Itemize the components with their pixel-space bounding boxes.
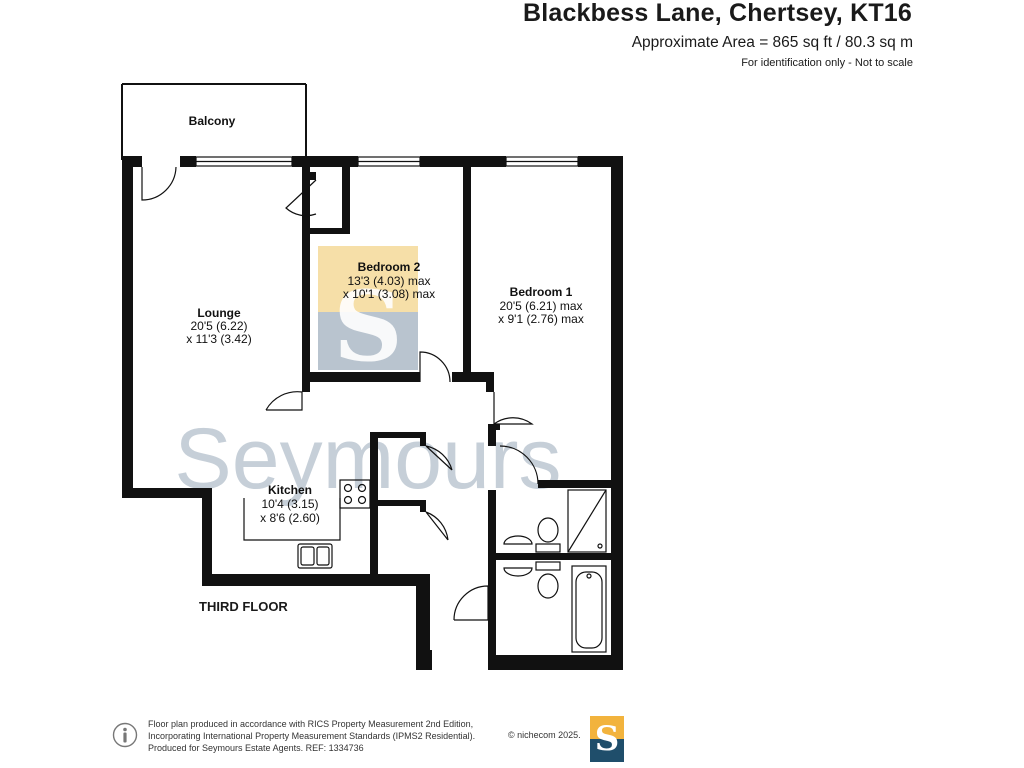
bedroom1-dimension-2: x 9'1 (2.76) max: [498, 312, 584, 326]
balcony-label: Balcony: [189, 114, 236, 128]
logo-letter: S: [594, 719, 620, 759]
scale-disclaimer: For identification only - Not to scale: [741, 57, 913, 69]
lounge-dimension-1: 20'5 (6.22): [191, 319, 248, 333]
footer-disclaimer: Floor plan produced in accordance with R…: [148, 718, 475, 754]
bedroom2-dimension-2: x 10'1 (3.08) max: [343, 287, 435, 301]
bedroom2-dimension-1: 13'3 (4.03) max: [348, 274, 431, 288]
kitchen-dimension-1: 10'4 (3.15): [262, 497, 319, 511]
doors: [141, 166, 539, 621]
bedroom1-label: Bedroom 1: [510, 285, 573, 299]
footer-line-2: Incorporating International Property Mea…: [148, 731, 476, 741]
walls: [122, 156, 623, 670]
watermark-text: Seymours: [174, 411, 561, 507]
lounge-label: Lounge: [197, 306, 241, 320]
copyright: © nichecom 2025.: [508, 730, 581, 740]
floor-label: THIRD FLOOR: [199, 599, 288, 614]
property-title: Blackbess Lane, Chertsey, KT16: [522, 0, 912, 27]
bedroom2-label: Bedroom 2: [358, 260, 421, 274]
kitchen-label: Kitchen: [268, 483, 312, 497]
seymours-logo: S: [590, 716, 624, 762]
approximate-area: Approximate Area = 865 sq ft / 80.3 sq m: [631, 34, 913, 51]
watermark-logo-blue: [318, 312, 418, 370]
bedroom1-dimension-1: 20'5 (6.21) max: [500, 299, 583, 313]
info-icon: [112, 722, 138, 748]
footer-line-3: Produced for Seymours Estate Agents. REF…: [148, 743, 364, 753]
windows: [195, 156, 579, 167]
footer-line-1: Floor plan produced in accordance with R…: [148, 719, 474, 729]
room-labels: Balcony Lounge 20'5 (6.22) x 11'3 (3.42)…: [186, 114, 584, 525]
bathroom-fixtures: [503, 489, 607, 653]
lounge-dimension-2: x 11'3 (3.42): [186, 332, 251, 346]
watermark-logo-gold: [318, 246, 418, 312]
watermark-logo-letter: S: [333, 270, 402, 383]
kitchen-units: [243, 479, 371, 569]
balcony-outline: [121, 83, 307, 160]
kitchen-dimension-2: x 8'6 (2.60): [260, 511, 320, 525]
